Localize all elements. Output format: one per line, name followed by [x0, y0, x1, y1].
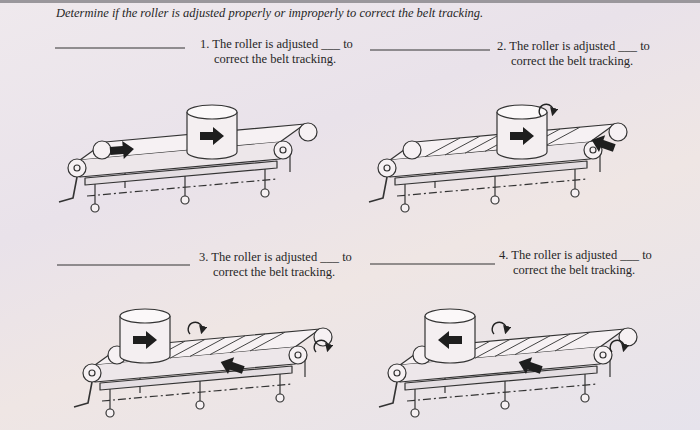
conveyor-1 [59, 105, 317, 212]
question-text: 1. The roller is adjusted ___ to correct… [200, 37, 372, 67]
question-text: 3. The roller is adjusted ___ to correct… [199, 250, 371, 280]
worksheet-instruction: Determine if the roller is adjusted prop… [56, 6, 676, 21]
question-text: 4. The roller is adjusted ___ to correct… [499, 248, 671, 278]
conveyor-2 [369, 104, 627, 212]
conveyor-3 [74, 309, 332, 417]
conveyor-4 [379, 309, 637, 417]
screen-edge [0, 0, 700, 3]
question-text: 2. The roller is adjusted ___ to correct… [497, 39, 669, 69]
